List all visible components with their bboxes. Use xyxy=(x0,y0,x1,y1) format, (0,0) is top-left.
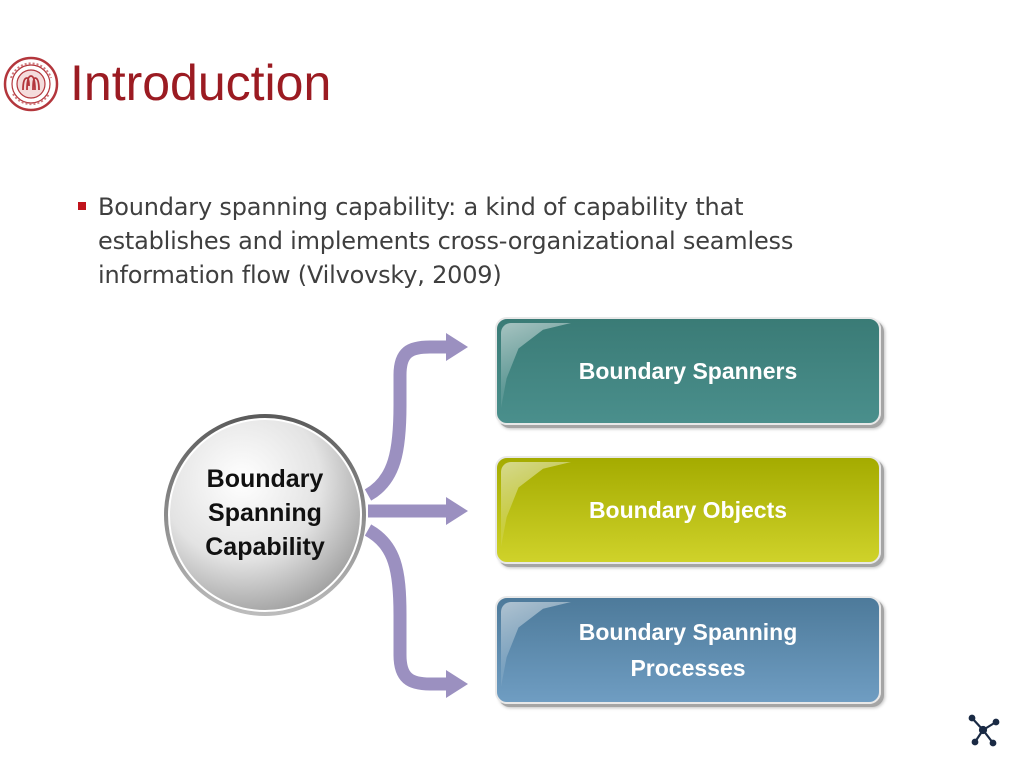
hub-label: Boundary Spanning Capability xyxy=(170,462,360,564)
network-node-icon[interactable] xyxy=(965,712,1001,748)
arrowhead-objects xyxy=(446,497,468,525)
boundary-spanners-box: Boundary Spanners xyxy=(495,317,881,425)
hub-label-line: Boundary xyxy=(206,465,324,493)
page-title: Introduction xyxy=(70,55,332,111)
arrow-to-processes xyxy=(364,524,450,691)
boundary-spanning-processes-box: Boundary Spanning Processes xyxy=(495,596,881,704)
box-label: Boundary Spanning Processes xyxy=(578,619,798,681)
arrowhead-spanners xyxy=(446,333,468,361)
bullet-text: Boundary spanning capability: a kind of … xyxy=(98,193,794,289)
bullet-item: Boundary spanning capability: a kind of … xyxy=(78,190,858,292)
hub-circle xyxy=(168,418,362,612)
university-seal-icon xyxy=(3,56,59,112)
box-label: Boundary Objects xyxy=(588,497,788,523)
connector-arrows xyxy=(364,340,450,691)
box-label: Boundary Spanners xyxy=(578,358,798,384)
boundary-objects-box: Boundary Objects xyxy=(495,456,881,564)
square-bullet-icon xyxy=(78,202,86,210)
hub-label-line: Spanning xyxy=(208,499,322,527)
arrow-to-spanners xyxy=(364,340,450,501)
hub-label-line: Capability xyxy=(205,533,325,561)
arrowhead-processes xyxy=(446,670,468,698)
